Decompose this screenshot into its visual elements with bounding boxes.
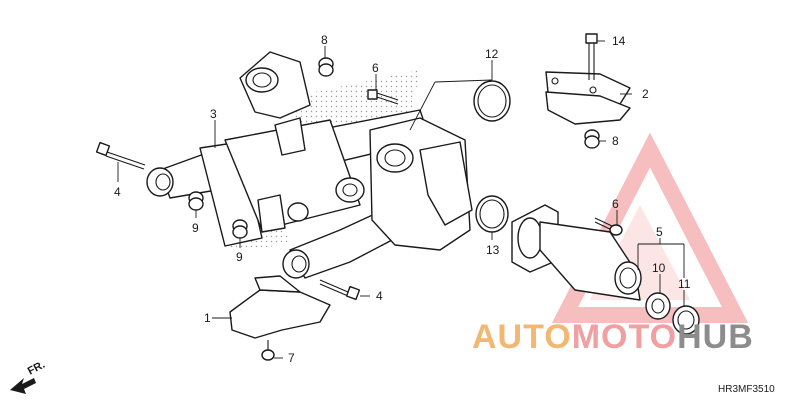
callout-8-right: 8 xyxy=(612,134,619,148)
bolt-14 xyxy=(585,33,598,80)
callout-6-top: 6 xyxy=(372,61,379,75)
swingarm xyxy=(146,51,473,279)
bearing-10 xyxy=(645,292,671,320)
bolt-6-top xyxy=(367,89,399,105)
callout-9-left: 9 xyxy=(192,221,199,235)
figure-code: HR3MF3510 xyxy=(718,384,775,395)
cover-1 xyxy=(229,275,331,339)
callout-1: 1 xyxy=(204,311,211,325)
svg-text:AUTOMOTOHUB: AUTOMOTOHUB xyxy=(472,318,754,356)
callout-7: 7 xyxy=(288,351,295,365)
nut-8-top xyxy=(318,57,334,77)
pivot-tube xyxy=(511,204,642,301)
direction-label: FR. xyxy=(26,359,47,378)
callout-12: 12 xyxy=(485,47,499,61)
seal-11 xyxy=(672,305,700,335)
callout-11: 11 xyxy=(678,277,691,291)
nut-8-right xyxy=(584,129,600,149)
callout-5: 5 xyxy=(656,225,663,239)
o-ring-13 xyxy=(475,195,509,233)
watermark-part-hub: HUB xyxy=(677,318,754,356)
watermark-part-moto: MOTO xyxy=(572,318,677,356)
watermark-logo: AUTOMOTOHUB xyxy=(472,318,754,356)
callouts: 14 8 6 12 2 3 4 9 8 6 9 5 13 10 11 4 1 7 xyxy=(114,33,691,365)
bolt-6-right xyxy=(594,217,623,236)
bolt-4-upper xyxy=(95,141,146,170)
nut-9-left xyxy=(188,191,204,211)
callout-6-right: 6 xyxy=(612,197,619,211)
o-ring-12 xyxy=(473,80,511,122)
callout-9-middle: 9 xyxy=(236,250,243,264)
callout-4-lower: 4 xyxy=(376,289,383,303)
callout-13: 13 xyxy=(486,243,500,257)
callout-14: 14 xyxy=(612,34,626,48)
bracket-2 xyxy=(545,71,631,125)
leader-lines xyxy=(117,40,685,359)
callout-3: 3 xyxy=(210,107,217,121)
callout-2: 2 xyxy=(642,87,649,101)
bolt-4-lower xyxy=(319,279,361,301)
front-direction-arrow-icon: FR. xyxy=(10,359,47,394)
bolt-7 xyxy=(261,340,275,361)
nut-9-middle xyxy=(232,219,248,239)
callout-10: 10 xyxy=(652,261,666,275)
callout-4-upper: 4 xyxy=(114,185,121,199)
watermark-part-auto: AUTO xyxy=(472,318,572,356)
callout-8-top: 8 xyxy=(321,33,328,47)
